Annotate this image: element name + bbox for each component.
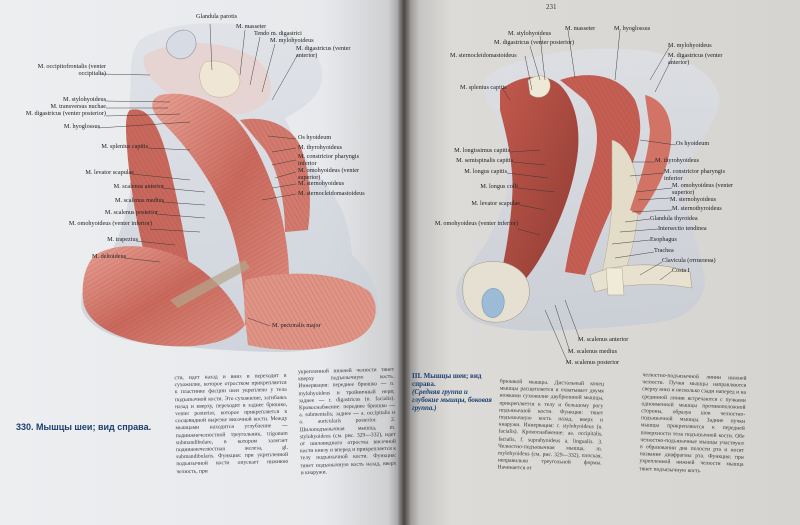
label-r-omohyoideus-superior: M. omohyoideus (venter superior) [672, 182, 734, 196]
label-masseter: M. masseter [236, 23, 267, 30]
book-gutter [398, 0, 410, 525]
label-glandula-parotis: Glandula parotis [196, 13, 238, 20]
label-r-clavicula: Clavicula (отпилена) [662, 257, 716, 264]
label-r-mylohyoideus: M. mylohyoideus [668, 42, 712, 49]
label-mylohyoideus: M. mylohyoideus [270, 37, 314, 44]
label-r-scalenus-anterior: M. scalenus anterior [578, 336, 629, 343]
label-splenius-capitis: M. splenius capitis [101, 143, 148, 150]
label-scalenus-anterior: M. scalenus anterior [113, 183, 164, 190]
label-r-longus-colli: M. longus colli [480, 183, 518, 190]
label-trapezius: M. trapezius [107, 236, 138, 243]
label-digastricus-posterior: M. digastricus (venter posterior) [25, 110, 106, 117]
label-r-splenius-capitis: M. splenius capitis [460, 84, 507, 91]
label-r-sternohyoideus: M. sternohyoideus [670, 196, 717, 203]
label-deltoideus: M. deltoideus [91, 253, 126, 260]
label-tendo-digastrici: Tendo m. digastrici [254, 30, 302, 37]
label-r-omohyoideus-inferior: M. omohyoideus (venter inferior) [434, 220, 518, 227]
left-figure-caption: 330. Мышцы шеи; вид справа. [16, 422, 152, 432]
label-omohyoideus-inferior: M. omohyoideus (venter inferior) [68, 220, 152, 227]
right-caption-subtitle: (Средняя группа и глубокие мышцы, бокова… [412, 388, 492, 412]
label-transversus-nuchae: M. transversus nuchae [50, 103, 106, 110]
label-r-os-hyoideum: Os hyoideum [676, 140, 710, 147]
right-neck-illustration [456, 48, 720, 331]
text-column-2: укрепленной нижней челюсти тянет кверху … [297, 366, 397, 477]
label-r-constrictor-pharyngis: M. constrictor pharyngis inferior [664, 168, 726, 182]
label-r-scalenus-medius: M. scalenus medius [568, 348, 617, 355]
label-r-longissimus-capitis: M. longissimus capitis [454, 147, 510, 154]
label-occipitofrontalis: M. occipitofrontalis (venter occipitalis… [37, 63, 106, 77]
label-sternocleidomastoideus: M. sternocleidomastoideus [298, 190, 365, 197]
right-leader-lines [501, 29, 677, 364]
page-number: 231 [546, 3, 557, 11]
label-r-costa-i: Costa I [672, 267, 690, 274]
label-os-hyoideum: Os hyoideum [298, 134, 332, 141]
label-stylohyoideus: M. stylohyoideus [63, 96, 106, 103]
label-levator-scapulae: M. levator scapulae [85, 169, 134, 176]
right-figure-caption: III. Мышцы шеи; вид справа. (Средняя гру… [412, 372, 494, 412]
label-r-levator-scapulae: M. levator scapulae [471, 200, 520, 207]
right-caption-title: III. Мышцы шеи; вид справа. [412, 372, 482, 388]
label-r-intersectio-tendinea: Intersectio tendinea [658, 225, 707, 232]
label-pectoralis-major: M. pectoralis major [272, 322, 321, 329]
left-leader-lines [97, 23, 299, 327]
label-scalenus-medius: M. scalenus medius [115, 197, 164, 204]
label-r-longus-capitis: M. longus capitis [464, 168, 507, 175]
label-r-glandula-thyroidea: Glandula thyroidea [650, 215, 698, 222]
label-r-esophagus: Esophagus [650, 236, 677, 243]
label-scalenus-posterior: M. scalenus posterior [104, 209, 158, 216]
label-r-stylohyoideus: M. stylohyoideus [508, 30, 551, 37]
label-r-sternocleidomastoideus: M. sternocleidomastoideus [450, 52, 517, 59]
label-r-trachea: Trachea [654, 247, 674, 254]
label-r-semispinalis-capitis: M. semispinalis capitis [456, 157, 513, 164]
label-digastricus-anterior: M. digastricus (venter anterior) [296, 45, 351, 59]
left-neck-illustration [81, 22, 379, 353]
text-column-4: челюстно-подъязычной линии нижней челюст… [639, 372, 747, 474]
label-thyrohyoideus: M. thyrohyoideus [298, 144, 342, 151]
text-column-3: брюшкой мышцы. Дистальный конец мышцы ра… [497, 378, 605, 472]
text-column-1: сти, идет назад и вниз и переходит в сух… [174, 372, 289, 475]
label-sternohyoideus: M. sternohyoideus [298, 180, 345, 187]
label-r-masseter: M. masseter [565, 25, 596, 32]
label-r-hyoglossus: M. hyoglossus [614, 25, 651, 32]
label-r-scalenus-posterior: M. scalenus posterior [566, 359, 620, 366]
label-r-sternothyroideus: M. sternothyroideus [672, 205, 722, 212]
label-r-digastricus-anterior: M. digastricus (venter anterior) [668, 52, 723, 66]
label-r-thyrohyoideus: M. thyrohyoideus [655, 157, 699, 164]
label-constrictor-pharyngis: M. constrictor pharyngis inferior [298, 153, 360, 167]
label-r-digastricus-posterior: M. digastricus (venter posterior) [494, 39, 575, 46]
label-omohyoideus-superior: M. omohyoideus (venter superior) [298, 167, 360, 181]
label-hyoglossus: M. hyoglossus [63, 123, 100, 130]
